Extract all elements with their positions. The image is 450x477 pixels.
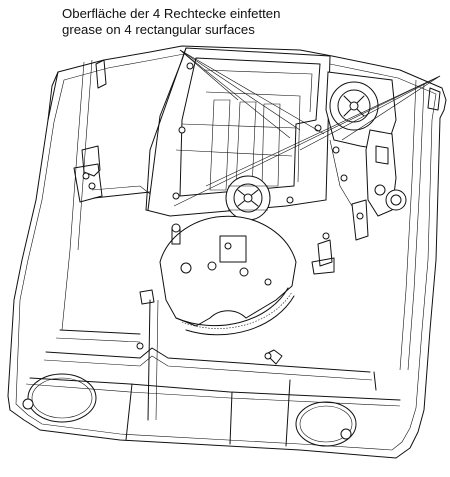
left-foot bbox=[22, 373, 97, 423]
bottom-frame bbox=[25, 299, 401, 447]
left-clip-parts bbox=[73, 145, 151, 203]
small-brackets bbox=[139, 232, 335, 305]
tray-mechanism-box bbox=[145, 47, 331, 221]
drive-motor-assembly bbox=[325, 71, 407, 241]
leader-lines bbox=[173, 49, 441, 207]
right-foot bbox=[295, 401, 357, 447]
caption-english: grease on 4 rectangular surfaces bbox=[62, 22, 255, 37]
gear-sector bbox=[159, 215, 297, 336]
instruction-caption: Oberfläche der 4 Rechtecke einfetten gre… bbox=[62, 6, 280, 38]
caption-german: Oberfläche der 4 Rechtecke einfetten bbox=[62, 6, 281, 21]
